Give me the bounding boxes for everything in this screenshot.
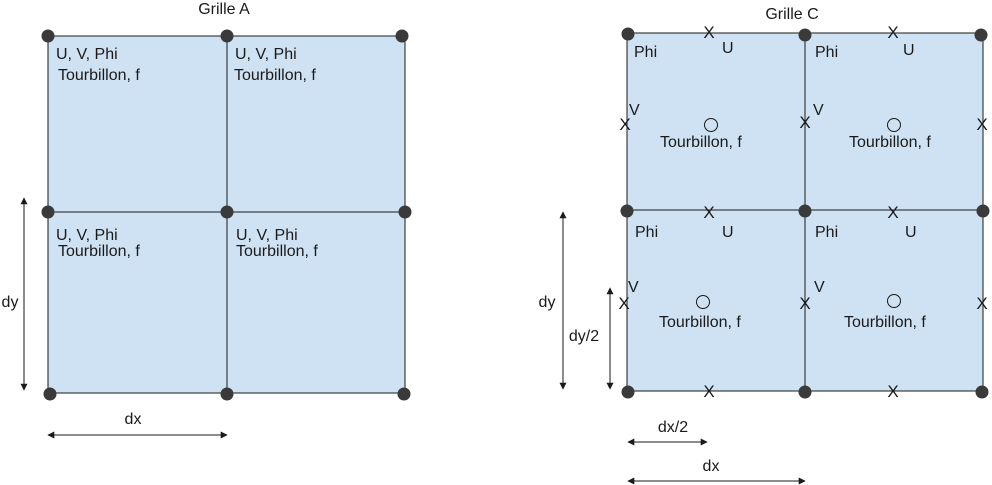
grid-node-icon [798, 28, 812, 42]
grid-c-dy-half-label: dy/2 [569, 328, 599, 345]
grid-a-title: Grille A [198, 1, 250, 18]
grid-a-dy-label: dy [2, 294, 19, 311]
grid-node-icon [621, 27, 635, 41]
grid-node-icon [41, 205, 55, 219]
grid-c-cell-3-u: U [722, 224, 734, 241]
grid-c-cell-4-vorticity: Tourbillon, f [844, 314, 926, 331]
grid-a-cell-2-vorticity: Tourbillon, f [234, 67, 316, 84]
grid-c-dx-label: dx [703, 458, 720, 475]
grid-c-cell-1-v: V [629, 102, 640, 119]
grid-node-icon [620, 204, 634, 218]
grid-c-cell-4-phi: Phi [815, 224, 838, 241]
velocity-point-x-icon: X [887, 382, 898, 401]
grid-node-icon [976, 204, 990, 218]
grid-c-cell-2-v: V [813, 102, 824, 119]
grid-a-cell-4-vorticity: Tourbillon, f [236, 243, 318, 260]
grid-node-icon [974, 28, 988, 42]
grid-a-cell-3-vorticity: Tourbillon, f [58, 243, 140, 260]
grid-node-icon [621, 385, 635, 399]
grid-c-dy-label: dy [539, 294, 556, 311]
velocity-point-x-icon: X [976, 294, 987, 313]
grid-c-cell-2-u: U [903, 42, 915, 59]
vorticity-point-icon [704, 118, 718, 132]
velocity-point-x-icon: X [618, 294, 629, 313]
grid-node-icon [398, 205, 412, 219]
vorticity-point-icon [696, 295, 710, 309]
velocity-point-x-icon: X [887, 203, 898, 222]
grid-node-icon [798, 204, 812, 218]
grid-node-icon [975, 385, 989, 399]
grid-a-cell-4-vars: U, V, Phi [236, 227, 298, 244]
grid-node-icon [220, 387, 234, 401]
grid-node-icon [41, 29, 55, 43]
grid-c-cell-1-vorticity: Tourbillon, f [660, 134, 742, 151]
grid-node-icon [220, 29, 234, 43]
grid-c-cell-3-phi: Phi [635, 224, 658, 241]
grid-a-cell-3-vars: U, V, Phi [56, 227, 118, 244]
grid-c-cell-3-vorticity: Tourbillon, f [659, 314, 741, 331]
grid-c-cell-2-vorticity: Tourbillon, f [849, 134, 931, 151]
vorticity-point-icon [887, 294, 901, 308]
grid-c-dx-half-label: dx/2 [658, 419, 688, 436]
grid-node-icon [220, 205, 234, 219]
grid-c: Grille C Phi Phi Phi Phi U U U U V V V V… [539, 6, 990, 485]
vorticity-point-icon [887, 118, 901, 132]
grid-c-title: Grille C [765, 6, 818, 23]
grid-c-cell-2-phi: Phi [815, 44, 838, 61]
velocity-point-x-icon: X [703, 23, 714, 42]
velocity-point-x-icon: X [976, 115, 987, 134]
grid-c-cell-4-u: U [905, 224, 917, 241]
grid-c-cell-1-u: U [722, 40, 734, 57]
grid-c-cell-3-v: V [628, 279, 639, 296]
grid-node-icon [798, 385, 812, 399]
grid-a-cell-1-vars: U, V, Phi [56, 46, 118, 63]
grid-node-icon [395, 29, 409, 43]
velocity-point-x-icon: X [799, 113, 810, 132]
grid-node-icon [43, 387, 57, 401]
velocity-point-x-icon: X [703, 382, 714, 401]
velocity-point-x-icon: X [799, 294, 810, 313]
velocity-point-x-icon: X [887, 23, 898, 42]
grid-a-cell-1-vorticity: Tourbillon, f [58, 67, 140, 84]
grid-c-cell-1-phi: Phi [634, 44, 657, 61]
velocity-point-x-icon: X [619, 115, 630, 134]
grid-node-icon [397, 387, 411, 401]
velocity-point-x-icon: X [703, 203, 714, 222]
grid-a-dx-label: dx [125, 411, 142, 428]
grid-c-cell-4-v: V [814, 279, 825, 296]
grid-a-cell-2-vars: U, V, Phi [235, 46, 297, 63]
grid-a: Grille A U, V, Phi Tourbillon, f U, V, P… [2, 1, 412, 439]
